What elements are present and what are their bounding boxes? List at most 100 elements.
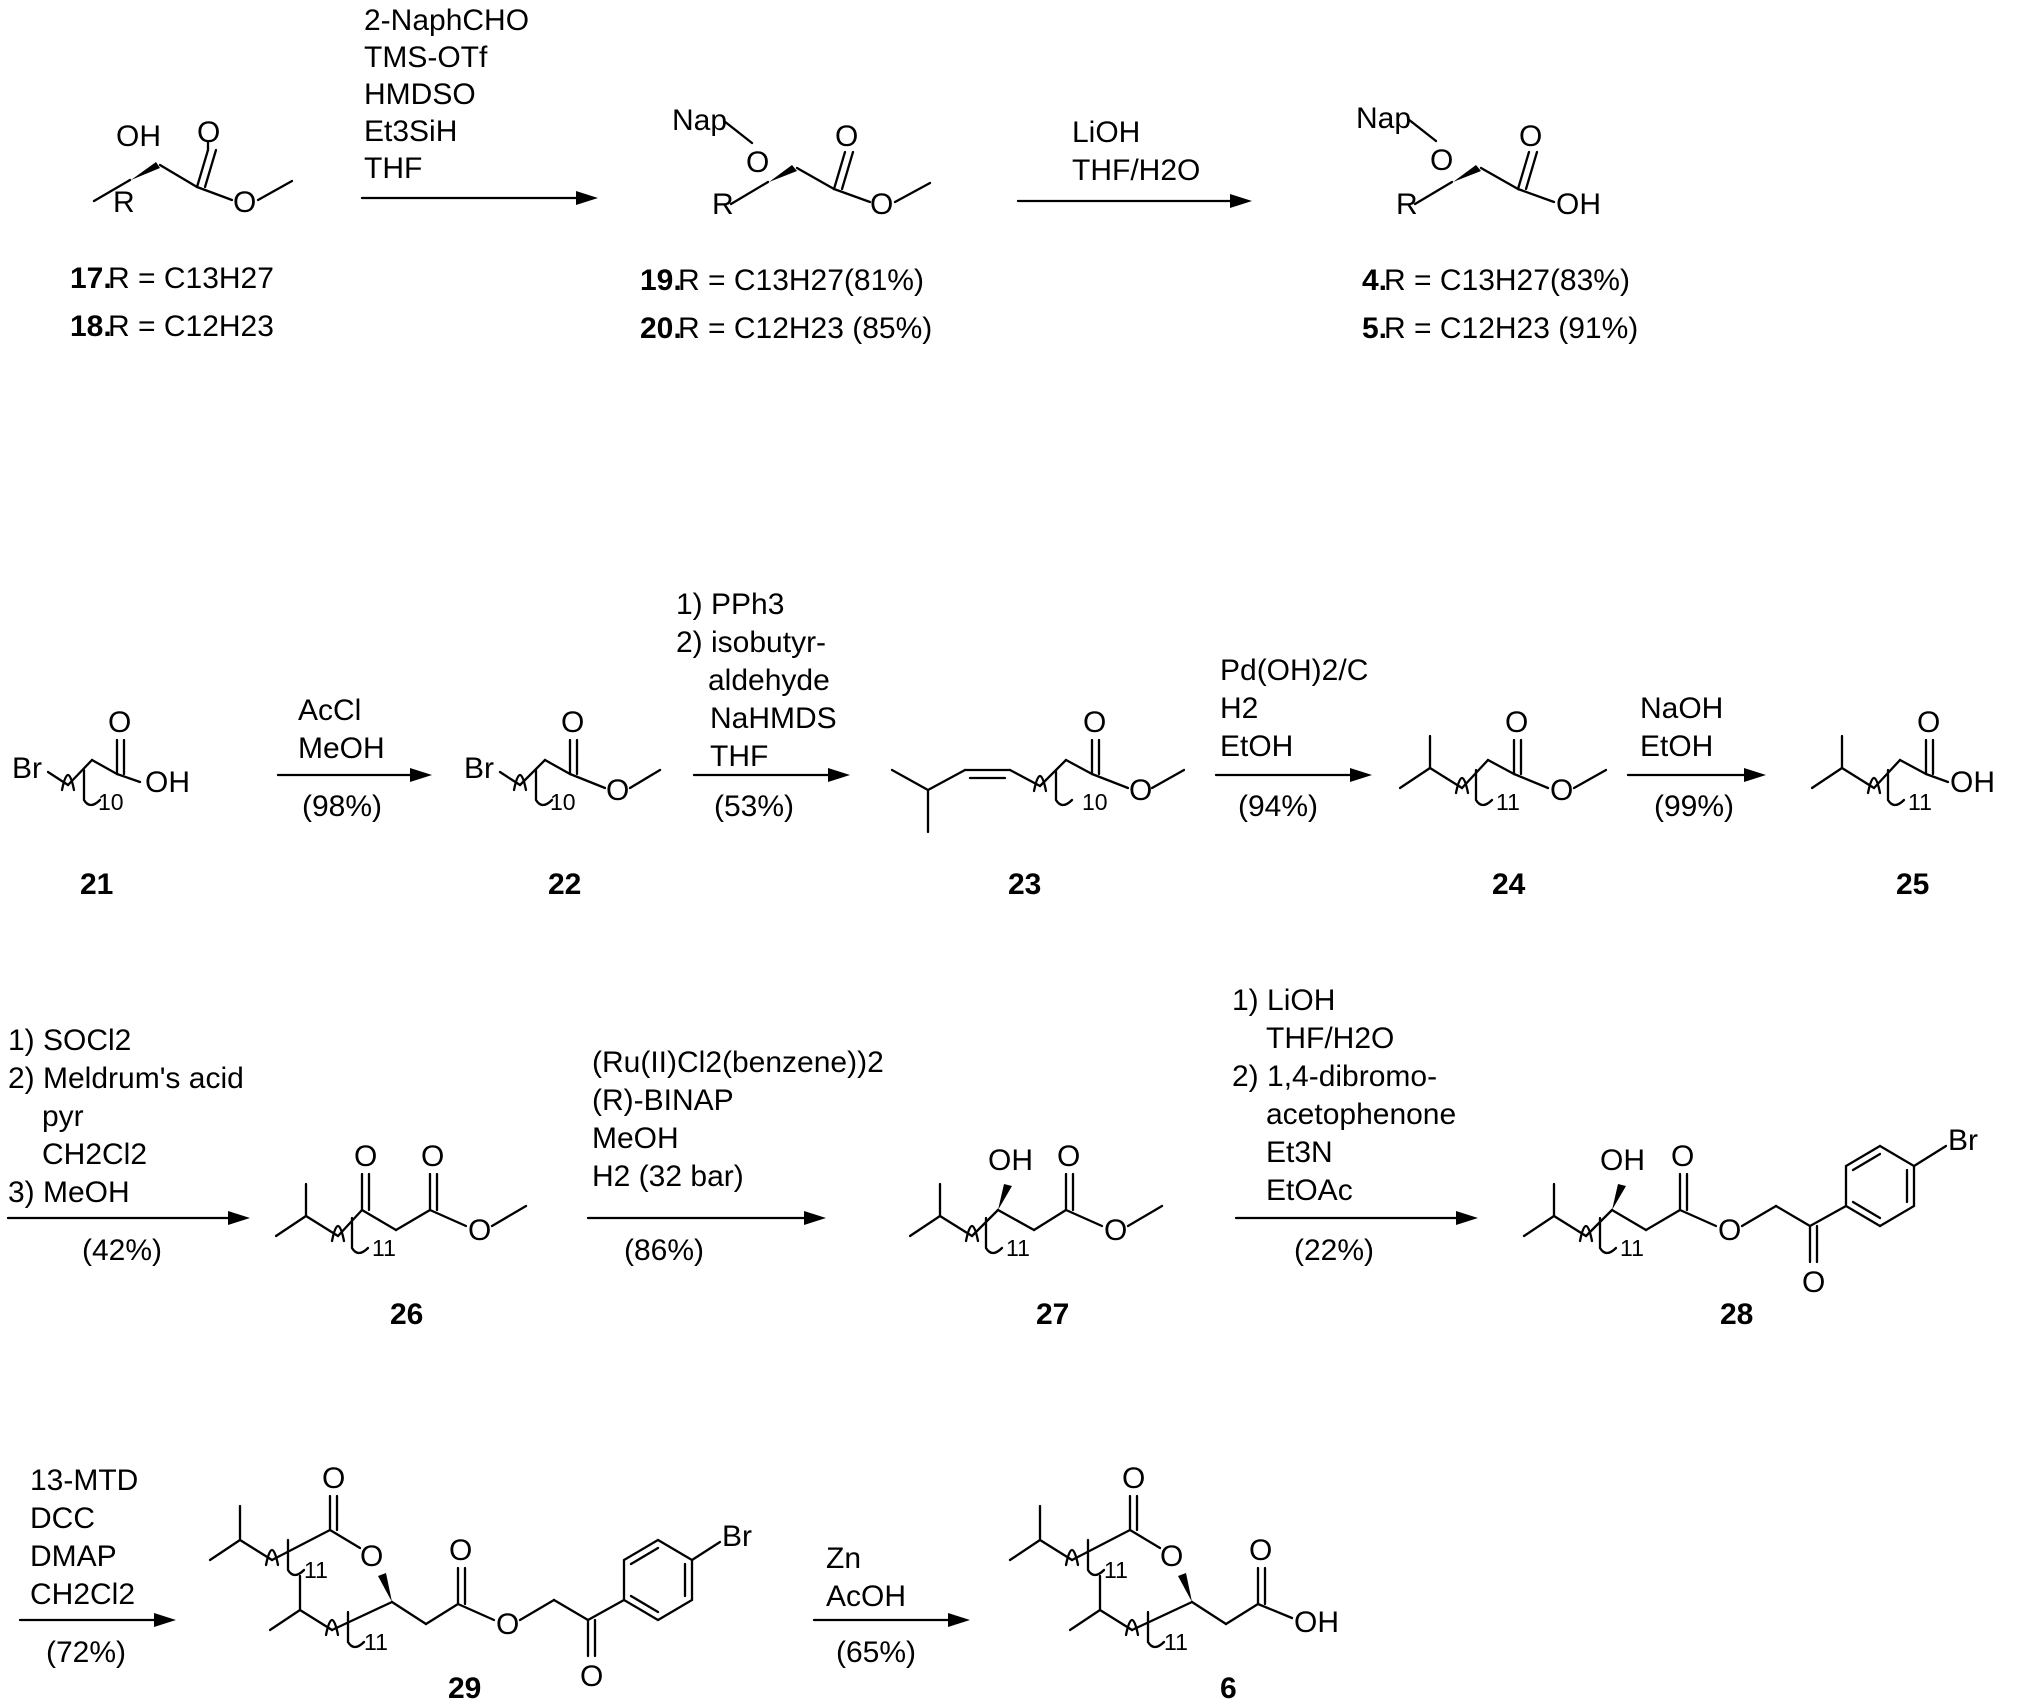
atom-o-ester: O [496, 1608, 519, 1641]
yield: (22%) [1294, 1234, 1374, 1267]
reagent-line: 1) LiOH [1232, 984, 1335, 1017]
compound-17-r: R = C13H27 [108, 262, 274, 295]
atom-oh: OH [1556, 188, 1601, 221]
compound-label-26: 26 [390, 1298, 423, 1331]
compound-19-r: R = C13H27(81%) [678, 264, 924, 297]
atom-oh: OH [145, 766, 190, 799]
atom-oh: OH [988, 1144, 1033, 1177]
step-reagents-hydrolysis: LiOH THF/H2O [1016, 116, 1252, 208]
repeat-count: 11 [372, 1235, 396, 1261]
structure-19-20: Nap O R O O 19. R = C13H27(81%) 20. R = … [640, 104, 932, 345]
structure-6: O O 11 O OH 11 6 [1008, 1462, 1339, 1702]
atom-r: R [1396, 188, 1418, 221]
repeat-count: 11 [1620, 1235, 1644, 1261]
repeat-count: 10 [1082, 789, 1108, 815]
row1: R OH O O 17. R = C13H27 18. R = C12H23 2… [70, 4, 1638, 345]
compound-4-r: R = C13H27(83%) [1384, 264, 1630, 297]
step-hydrolysis-esterification: 1) LiOH THF/H2O 2) 1,4-dibromo- acetophe… [1232, 984, 1478, 1267]
reagent-line: HMDSO [364, 78, 476, 111]
atom-o-ketone: O [354, 1140, 377, 1173]
compound-17-number: 17. [70, 262, 112, 295]
reagent-line: 1) SOCl2 [8, 1024, 131, 1057]
reagent-line: pyr [42, 1100, 84, 1133]
atom-o-carbonyl: O [322, 1462, 345, 1495]
reagent-line: LiOH [1072, 116, 1140, 149]
yield: (86%) [624, 1234, 704, 1267]
compound-label-22: 22 [548, 868, 581, 901]
atom-o-ether: O [746, 146, 769, 179]
structure-26: O O O 11 26 [274, 1140, 528, 1331]
compound-18-r: R = C12H23 [108, 310, 274, 343]
reagent-line: (Ru(II)Cl2(benzene))2 [592, 1046, 884, 1079]
row3: 1) SOCl2 2) Meldrum's acid pyr CH2Cl2 3)… [6, 984, 1978, 1331]
reagent-line: EtOAc [1266, 1174, 1353, 1207]
structure-21: Br O OH 10 21 [12, 706, 190, 901]
step-zn-deprotection: Zn AcOH (65%) [812, 1542, 970, 1669]
reagent-line: 2-NaphCHO [364, 4, 529, 37]
reagent-line: THF/H2O [1266, 1022, 1394, 1055]
atom-o-ketone: O [1802, 1266, 1825, 1299]
reagent-line: AcOH [826, 1580, 906, 1613]
atom-o-carbonyl: O [1083, 706, 1106, 739]
atom-oh: OH [1600, 1144, 1645, 1177]
compound-4-number: 4. [1362, 264, 1387, 297]
atom-o-carbonyl: O [1505, 706, 1528, 739]
step-wittig: 1) PPh3 2) isobutyr- aldehyde NaHMDS THF… [676, 588, 850, 823]
atom-oh: OH [116, 120, 161, 153]
repeat-count: 11 [1164, 1629, 1188, 1655]
atom-o-carbonyl: O [1671, 1140, 1694, 1173]
atom-o-ester: O [1718, 1214, 1741, 1247]
reagent-line: acetophenone [1266, 1098, 1456, 1131]
atom-o-ester: O [233, 186, 256, 219]
structure-4-5: Nap O R O OH 4. R = C13H27(83%) 5. R = C… [1356, 102, 1638, 345]
repeat-count: 11 [1908, 789, 1932, 815]
atom-o-carbonyl: O [108, 706, 131, 739]
yield: (65%) [836, 1636, 916, 1669]
atom-o-ketone: O [580, 1660, 603, 1693]
atom-o-ester: O [1104, 1214, 1127, 1247]
reagent-line: AcCl [298, 694, 361, 727]
compound-20-number: 20. [640, 312, 682, 345]
reagent-line: EtOH [1220, 730, 1293, 763]
reagent-line: MeOH [592, 1122, 679, 1155]
structure-25: O OH 11 25 [1810, 706, 1995, 901]
reagent-line: NaOH [1640, 692, 1723, 725]
compound-label-27: 27 [1036, 1298, 1069, 1331]
atom-o-ether: O [1430, 144, 1453, 177]
compound-label-24: 24 [1492, 868, 1526, 901]
atom-r: R [712, 188, 734, 221]
atom-nap: Nap [1356, 102, 1411, 135]
atom-br: Br [722, 1520, 752, 1553]
reagent-line: Et3SiH [364, 115, 457, 148]
yield: (94%) [1238, 790, 1318, 823]
step-dcc-coupling: 13-MTD DCC DMAP CH2Cl2 (72%) [18, 1464, 176, 1669]
reagent-line: 2) 1,4-dibromo- [1232, 1060, 1437, 1093]
repeat-count: 11 [1496, 789, 1520, 815]
step-hydrogenation: Pd(OH)2/C H2 EtOH (94%) [1214, 654, 1372, 823]
compound-label-21: 21 [80, 868, 113, 901]
repeat-count: 10 [550, 789, 576, 815]
atom-o-ester: O [1160, 1540, 1183, 1573]
reagent-line: DMAP [30, 1540, 117, 1573]
atom-nap: Nap [672, 104, 727, 137]
compound-20-r: R = C12H23 (85%) [678, 312, 932, 345]
row2: Br O OH 10 21 AcCl MeOH (98%) Br [12, 588, 1995, 901]
compound-18-number: 18. [70, 310, 112, 343]
atom-o-carbonyl: O [197, 116, 220, 149]
atom-oh: OH [1294, 1606, 1339, 1639]
yield: (98%) [302, 790, 382, 823]
atom-o-ester: O [468, 1214, 491, 1247]
atom-o-carbonyl: O [1057, 1140, 1080, 1173]
reagent-line: 2) isobutyr- [676, 626, 826, 659]
yield: (53%) [714, 790, 794, 823]
atom-br: Br [1948, 1124, 1978, 1157]
structure-17-18: R OH O O 17. R = C13H27 18. R = C12H23 [70, 116, 294, 343]
step-noyori-reduction: (Ru(II)Cl2(benzene))2 (R)-BINAP MeOH H2 … [586, 1046, 884, 1267]
repeat-count: 11 [1104, 1557, 1128, 1583]
reagent-line: Et3N [1266, 1136, 1333, 1169]
atom-br: Br [12, 752, 42, 785]
reagent-line: EtOH [1640, 730, 1713, 763]
step-esterification: AcCl MeOH (98%) [276, 694, 432, 823]
reagent-line: aldehyde [708, 664, 830, 697]
reagent-line: Pd(OH)2/C [1220, 654, 1368, 687]
